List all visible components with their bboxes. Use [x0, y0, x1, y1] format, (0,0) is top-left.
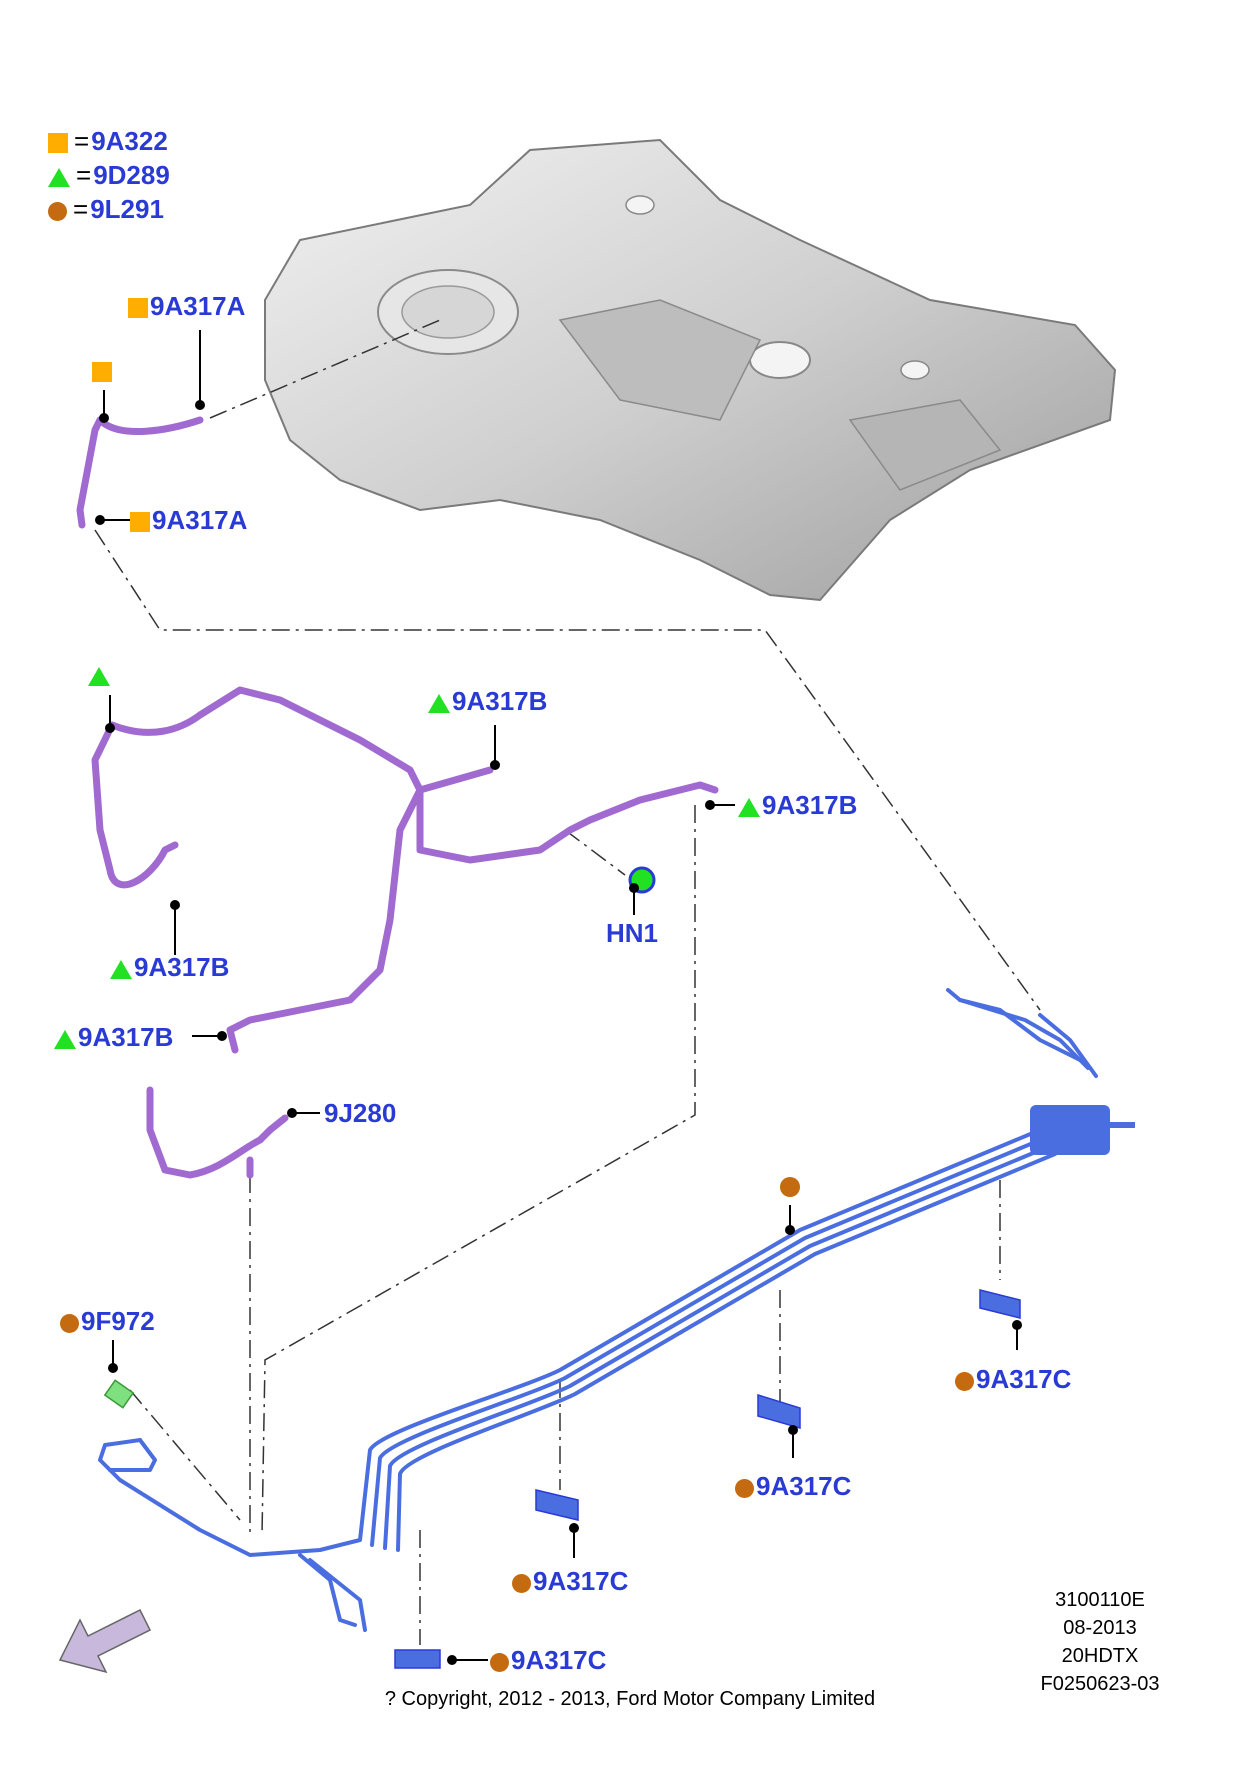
square-symbol — [92, 362, 112, 382]
square-icon — [130, 512, 150, 533]
circle-icon — [48, 201, 67, 221]
info-date: 08-2013 — [1063, 1617, 1137, 1639]
callout-9a317b-right: 9A317B — [738, 790, 857, 820]
direction-arrow-icon — [58, 1608, 152, 1674]
callout-9a317c-1: 9A317C — [955, 1364, 1071, 1394]
callout-9f972: 9F972 — [60, 1306, 155, 1336]
circle-icon — [490, 1652, 509, 1672]
circle-icon — [512, 1573, 531, 1593]
circle-symbol — [780, 1177, 800, 1197]
square-icon — [48, 133, 68, 154]
legend-code: 9A322 — [91, 126, 168, 156]
triangle-symbol — [88, 667, 110, 686]
purple-tubes — [76, 416, 719, 1179]
drawing-info: 3100110E 08-2013 20HDTX F0250623-03 — [1000, 1586, 1200, 1698]
legend-code: 9L291 — [90, 194, 164, 224]
triangle-icon — [110, 959, 132, 979]
circle-icon — [735, 1478, 754, 1498]
callout-9a317a-top: 9A317A — [128, 291, 245, 321]
callout-9a317b-left-mid: 9A317B — [110, 952, 229, 982]
triangle-icon — [48, 167, 70, 187]
blue-lines — [98, 988, 1098, 1632]
fuel-tank — [264, 138, 1117, 602]
callout-9a317b-left-low: 9A317B — [54, 1022, 173, 1052]
info-code: 3100110E — [1055, 1589, 1145, 1611]
triangle-icon — [738, 797, 760, 817]
circle-icon — [60, 1313, 79, 1333]
legend-row-circle: =9L291 — [48, 194, 164, 224]
info-model: 20HDTX — [1061, 1645, 1139, 1667]
circle-icon — [955, 1371, 974, 1391]
square-icon — [128, 298, 148, 319]
legend-row-square: =9A322 — [48, 126, 168, 156]
callout-lines — [95, 330, 1022, 1665]
triangle-icon — [428, 693, 450, 713]
valve-block — [1030, 1105, 1110, 1155]
callout-hn1: HN1 — [606, 918, 659, 948]
callout-9a317c-3: 9A317C — [512, 1566, 628, 1596]
f972-part — [103, 1379, 135, 1409]
callout-9j280: 9J280 — [324, 1098, 397, 1128]
callout-9a317c-2: 9A317C — [735, 1471, 851, 1501]
triangle-icon — [54, 1029, 76, 1049]
callout-9a317b-top: 9A317B — [428, 686, 547, 716]
leader-lines — [94, 319, 1041, 1645]
clips — [394, 1289, 1021, 1669]
legend-row-triangle: =9D289 — [48, 160, 170, 190]
callout-9a317a-bottom: 9A317A — [130, 505, 247, 535]
legend-code: 9D289 — [93, 160, 170, 190]
copyright-text: ? Copyright, 2012 - 2013, Ford Motor Com… — [384, 1688, 876, 1710]
info-figure: F0250623-03 — [1040, 1673, 1160, 1695]
callout-9a317c-4: 9A317C — [490, 1645, 606, 1675]
